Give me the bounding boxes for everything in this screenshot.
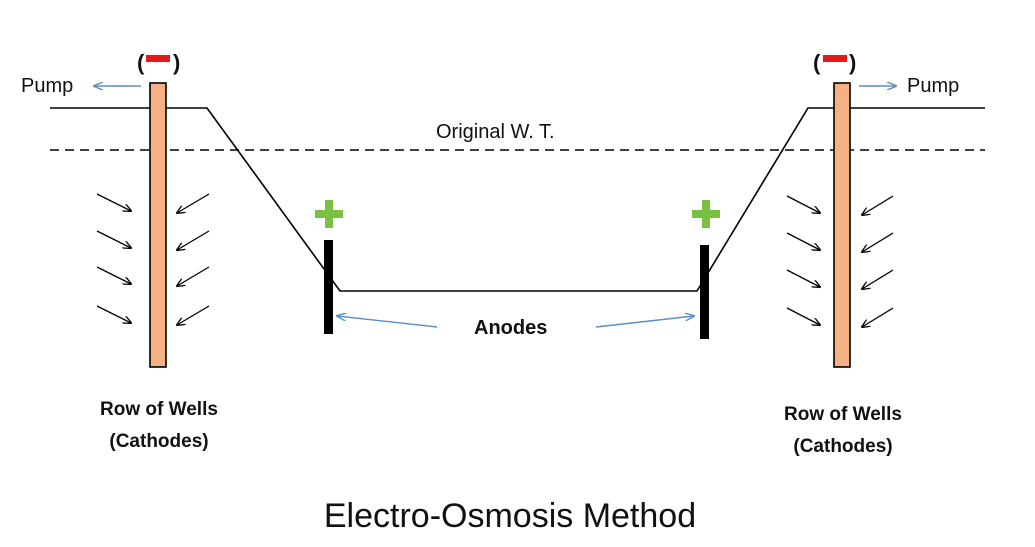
anodes-left-pointer-arrow-icon bbox=[337, 316, 438, 328]
flow-arrow-icon bbox=[786, 307, 820, 325]
flow-arrow-icon bbox=[786, 232, 820, 250]
right-minus-sign-icon bbox=[823, 55, 847, 62]
flow-arrow-icon bbox=[786, 269, 820, 287]
right-charge-close-paren: ) bbox=[849, 50, 856, 75]
flow-arrow-icon bbox=[786, 195, 820, 213]
right-anode bbox=[700, 245, 709, 339]
left-well-cathode bbox=[149, 82, 167, 368]
diagram-title: Electro-Osmosis Method bbox=[324, 497, 696, 535]
left-well-caption-line1: Row of Wells bbox=[100, 399, 218, 420]
left-charge-open-paren: ( bbox=[137, 50, 145, 75]
anodes-label: Anodes bbox=[474, 317, 547, 339]
flow-arrow-icon bbox=[96, 305, 131, 323]
flow-arrow-icon bbox=[862, 307, 894, 327]
flow-arrow-icon bbox=[862, 195, 894, 215]
left-minus-sign-icon bbox=[146, 55, 170, 62]
left-plus-sign-icon bbox=[315, 200, 343, 228]
flow-arrow-icon bbox=[862, 232, 894, 252]
right-charge-open-paren: ( bbox=[813, 50, 821, 75]
flow-arrow-icon bbox=[177, 230, 210, 250]
right-well-caption-line1: Row of Wells bbox=[784, 404, 902, 425]
right-well-cathode bbox=[833, 82, 851, 368]
right-plus-sign-icon bbox=[692, 200, 720, 228]
right-pump-label: Pump bbox=[907, 75, 959, 97]
right-well-caption-line2: (Cathodes) bbox=[793, 436, 892, 457]
left-pump-label: Pump bbox=[21, 75, 73, 97]
flow-arrow-icon bbox=[96, 193, 131, 211]
left-well-caption-line2: (Cathodes) bbox=[109, 431, 208, 452]
left-anode bbox=[324, 240, 333, 334]
anodes-right-pointer-arrow-icon bbox=[595, 316, 694, 328]
flow-arrow-icon bbox=[96, 230, 131, 248]
left-well-inner-flow-arrows bbox=[177, 193, 210, 325]
left-well-outer-flow-arrows bbox=[96, 193, 131, 323]
flow-arrow-icon bbox=[862, 269, 894, 289]
flow-arrow-icon bbox=[96, 266, 131, 284]
flow-arrow-icon bbox=[177, 266, 210, 286]
left-charge-close-paren: ) bbox=[173, 50, 180, 75]
flow-arrow-icon bbox=[177, 305, 210, 325]
flow-arrow-icon bbox=[177, 193, 210, 213]
right-well-inner-flow-arrows bbox=[786, 195, 820, 325]
water-table-label: Original W. T. bbox=[436, 121, 555, 143]
right-well-outer-flow-arrows bbox=[862, 195, 894, 327]
